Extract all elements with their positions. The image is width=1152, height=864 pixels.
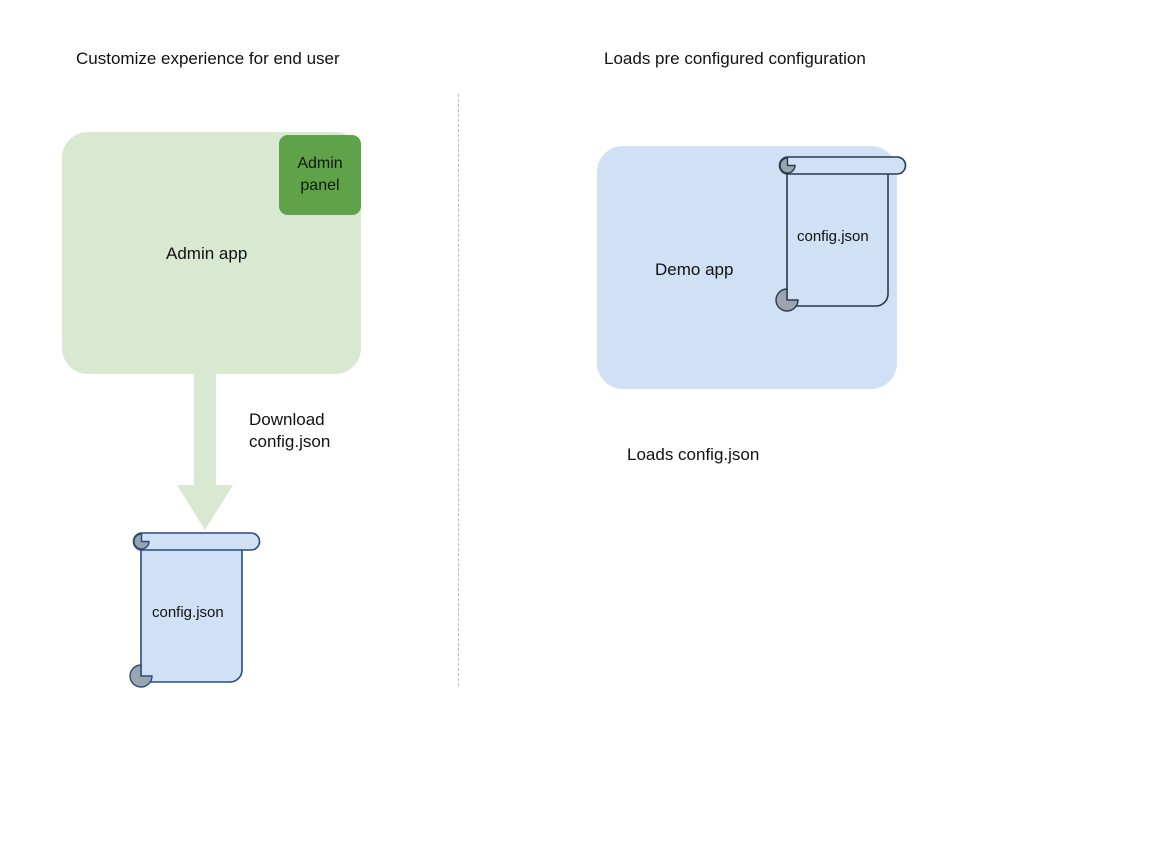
download-arrow-label-line1: Download bbox=[249, 410, 325, 429]
column-divider bbox=[458, 94, 459, 686]
loads-config-caption: Loads config.json bbox=[627, 445, 760, 464]
demo-app-label: Demo app bbox=[655, 260, 734, 279]
config-json-document-right[interactable] bbox=[764, 151, 914, 316]
admin-panel-badge-line1: Admin bbox=[297, 155, 343, 172]
download-arrow-label: Download config.json bbox=[249, 409, 330, 453]
download-arrow-label-line2: config.json bbox=[249, 432, 331, 451]
download-arrow-icon bbox=[177, 370, 233, 530]
config-json-label-left: config.json bbox=[152, 604, 224, 621]
left-column-heading: Customize experience for end user bbox=[76, 49, 340, 68]
config-json-document-left[interactable] bbox=[118, 527, 268, 692]
config-json-label-right: config.json bbox=[797, 228, 869, 245]
admin-panel-badge[interactable]: Admin panel bbox=[279, 135, 361, 215]
right-column-heading: Loads pre configured configuration bbox=[604, 49, 866, 68]
admin-panel-badge-line2: panel bbox=[300, 177, 340, 194]
admin-app-label: Admin app bbox=[166, 244, 248, 263]
admin-panel-badge-label: Admin panel bbox=[297, 153, 342, 197]
